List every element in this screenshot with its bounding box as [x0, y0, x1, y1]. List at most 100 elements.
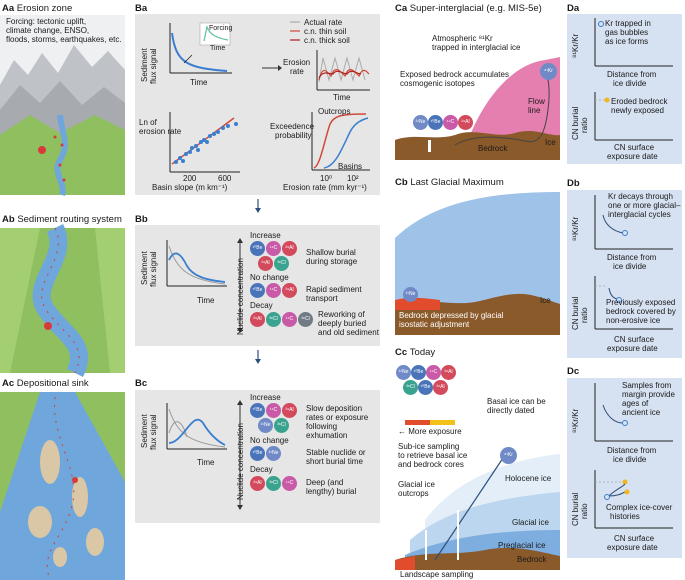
bb-nuclide-axis [237, 238, 243, 333]
ba-exceedance-plot [311, 112, 370, 171]
ba-legend-actual: Actual rate [304, 18, 343, 27]
bc-nuc-ne-2: ²¹Ne [266, 446, 281, 461]
label-ac: Ac [2, 378, 15, 389]
bc-desc1-l3: following [306, 422, 338, 431]
bc-nochange: No change [250, 436, 289, 445]
db-cn-xlabel-2: exposure date [607, 344, 658, 353]
bb-flux-ylabel-1: Sediment [140, 251, 149, 285]
bb-desc2-l1: Rapid sediment [306, 285, 362, 294]
bb-desc3-l3: and old sediment [318, 328, 379, 337]
ca-illustration [395, 15, 560, 160]
bc-desc1-l1: Slow deposition [306, 404, 363, 413]
bb-nuc-cl2-3: ³⁶Cl [298, 312, 313, 327]
cb-nuc-ne: ²¹Ne [403, 287, 418, 302]
da-cn-xlabel-1: CN surface [614, 143, 655, 152]
ba-legend-thin: c.n. thin soil [304, 27, 347, 36]
label-db: Db [567, 178, 580, 189]
db-note-3: interglacial cycles [608, 210, 671, 219]
label-ca: Ca [395, 3, 408, 14]
ba-right-arrow [262, 65, 282, 71]
dc-cn-plot [594, 470, 673, 529]
cb-ice: Ice [540, 296, 551, 305]
label-da: Da [567, 3, 580, 14]
cc-illustration [395, 360, 560, 570]
bc-nuc-c-1: ¹⁴C [266, 403, 281, 418]
bb-nuc-al-1b: ²⁶Al [258, 256, 273, 271]
bc-nuc-axis-label: Nuclide concentration [236, 423, 245, 500]
dc-cn-ylabel-1: CN burial [571, 492, 580, 526]
db-kr-ylabel: ⁸¹Kr/Kr [571, 216, 580, 241]
ca-flow-1: Flow [528, 97, 545, 106]
bb-nuc-cl-3: ³⁶Cl [266, 312, 281, 327]
ca-nuc-ne: ²¹Ne [413, 115, 428, 130]
dc-note2-1: Complex ice-cover [606, 503, 673, 512]
da-note2-1: Eroded bedrock [611, 97, 668, 106]
bb-nochange: No change [250, 273, 289, 282]
ca-nuc-be: ¹⁰Be [428, 115, 443, 130]
da-note-2: gas bubbles [605, 28, 649, 37]
ba-flux-ylabel-1: Sediment [140, 48, 149, 82]
bb-nuc-c-3: ¹⁴C [282, 312, 297, 327]
ba-flux-time: Time [190, 78, 208, 87]
bb-nuc-al-3: ²⁶Al [250, 312, 265, 327]
ca-exposed-2: cosmogenic isotopes [400, 79, 475, 88]
ca-atm-2: trapped in interglacial ice [432, 43, 521, 52]
cb-depressed-1: Bedrock depressed by glacial [399, 311, 504, 320]
cc-subice-3: and bedrock cores [398, 460, 464, 469]
down-arrow-1 [255, 199, 261, 213]
ba-exc-ylabel-1: Exceedence [270, 122, 315, 131]
db-note2-3: non-erosive ice [606, 316, 661, 325]
ba-ln-ylabel-2: erosion rate [139, 127, 182, 136]
cc-glacial: Glacial ice [512, 518, 549, 527]
bb-nuc-c-2: ¹⁴C [266, 283, 281, 298]
cc-nuc-c: ¹⁴C [426, 365, 441, 380]
dc-note-4: ancient ice [622, 408, 661, 417]
da-dist-1: Distance from [607, 70, 657, 79]
ba-tick-600: 600 [218, 174, 232, 183]
dc-dist-2: ice divide [613, 455, 647, 464]
ba-flux-plot [169, 22, 232, 74]
bc-nuclide-axis [237, 400, 243, 510]
cc-holocene: Holocene ice [505, 474, 552, 483]
dc-note-2: margin provide [622, 390, 675, 399]
ba-ln-ylabel-1: Ln of [139, 118, 157, 127]
ba-exc-tick-2: 10² [347, 174, 359, 183]
ca-kr-bubble: ⁸¹Kr [540, 63, 557, 80]
panel-db-bg [567, 190, 682, 358]
cc-outcrops-1: Glacial ice [398, 480, 435, 489]
bb-desc1-l1: Shallow burial [306, 248, 356, 257]
title-cb: Last Glacial Maximum [410, 177, 504, 188]
title-ac: Depositional sink [16, 378, 89, 389]
bc-nuc-c-3: ¹⁴C [282, 476, 297, 491]
title-ab: Sediment routing system [17, 214, 122, 225]
ba-legend-lines [290, 21, 300, 41]
title-cc: Today [409, 347, 436, 358]
bb-nuc-al-2: ²⁶Al [282, 283, 297, 298]
label-dc: Dc [567, 366, 580, 377]
bc-desc1-l4: exhumation [306, 431, 348, 440]
label-cb: Cb [395, 177, 408, 188]
label-cc: Cc [395, 347, 408, 358]
da-cn-ylabel-2: ratio [580, 117, 589, 133]
ba-scatter-plot [169, 112, 240, 173]
bb-nuc-be-2: ¹⁰Be [250, 283, 265, 298]
bb-time: Time [197, 296, 215, 305]
cc-nuc-cl: ³⁶Cl [403, 380, 418, 395]
forcing-line-2: climate change, ENSO, [6, 26, 90, 35]
cc-nuc-ne: ²¹Ne [396, 365, 411, 380]
ca-ice: Ice [545, 138, 556, 147]
ba-basins: Basins [338, 162, 363, 171]
bc-flux-ylabel-2: flux signal [149, 414, 158, 450]
bb-desc2-l2: transport [306, 294, 338, 303]
title-aa: Erosion zone [16, 3, 73, 14]
bc-desc2-l2: short burial time [306, 457, 363, 466]
dc-dist-1: Distance from [607, 446, 657, 455]
cc-outcrops-2: outcrops [398, 489, 429, 498]
bc-desc2-l1: Stable nuclide or [306, 448, 366, 457]
db-note-1: Kr decays through [608, 192, 673, 201]
label-bb: Bb [135, 214, 148, 225]
forcing-line-3: floods, storms, earthquakes, etc. [6, 35, 122, 44]
db-note2-2: bedrock covered by [606, 307, 676, 316]
da-kr-plot [594, 18, 673, 67]
bc-nuc-ne-1: ²¹Ne [258, 418, 273, 433]
